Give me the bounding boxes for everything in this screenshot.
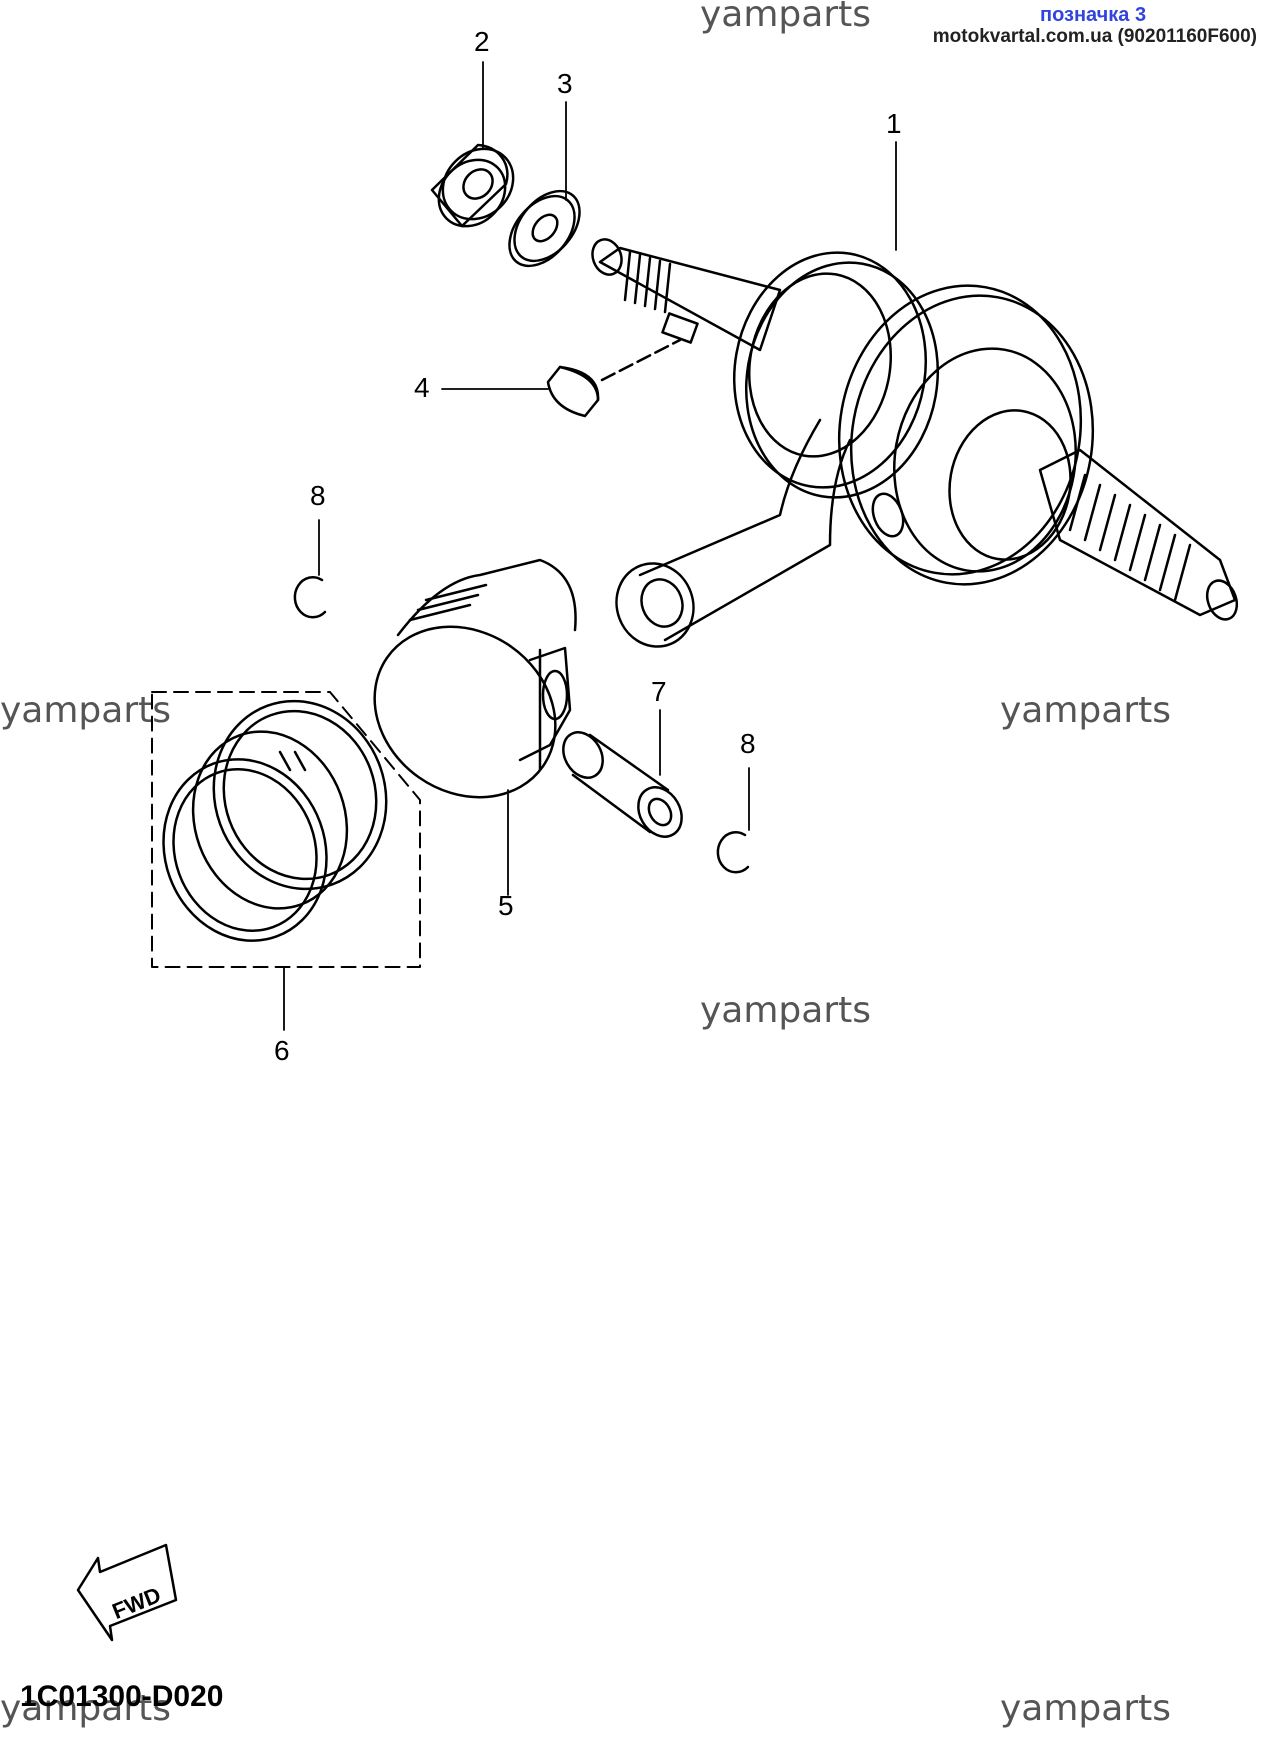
callout-6: 6 xyxy=(274,1035,290,1066)
part-8-circlip-lower xyxy=(716,830,750,874)
callout-8-upper: 8 xyxy=(310,480,326,511)
watermark: yamparts xyxy=(0,1688,172,1729)
callout-2: 2 xyxy=(474,26,490,57)
callout-7: 7 xyxy=(651,676,667,707)
watermark: yamparts xyxy=(1000,690,1172,731)
callout-3: 3 xyxy=(557,68,573,99)
part-2-bearing xyxy=(430,143,515,228)
callout-8-lower: 8 xyxy=(740,728,756,759)
part-5-piston xyxy=(373,558,577,799)
header-subtitle: motokvartal.com.ua (90201160F600) xyxy=(932,26,1257,47)
callout-5: 5 xyxy=(498,890,514,921)
part-1-crankshaft xyxy=(591,238,1239,648)
part-4-key xyxy=(546,338,682,418)
leader-lines xyxy=(283,61,897,1031)
part-8-circlip-upper xyxy=(293,575,327,619)
watermark: yamparts xyxy=(1000,1688,1172,1729)
watermark: yamparts xyxy=(700,990,872,1031)
diagram-code: 1C01300-D020 xyxy=(20,1680,224,1713)
part-6-piston-rings xyxy=(151,691,421,968)
watermark: yamparts xyxy=(700,0,872,35)
callout-1: 1 xyxy=(886,108,902,139)
part-7-piston-pin xyxy=(562,731,683,838)
header-title: позначка 3 xyxy=(1040,4,1147,26)
fwd-label: FWD xyxy=(109,1582,165,1624)
fwd-arrow-icon xyxy=(76,1543,178,1642)
part-3-washer xyxy=(508,189,581,268)
watermark: yamparts xyxy=(0,690,172,731)
callout-4: 4 xyxy=(414,372,430,403)
